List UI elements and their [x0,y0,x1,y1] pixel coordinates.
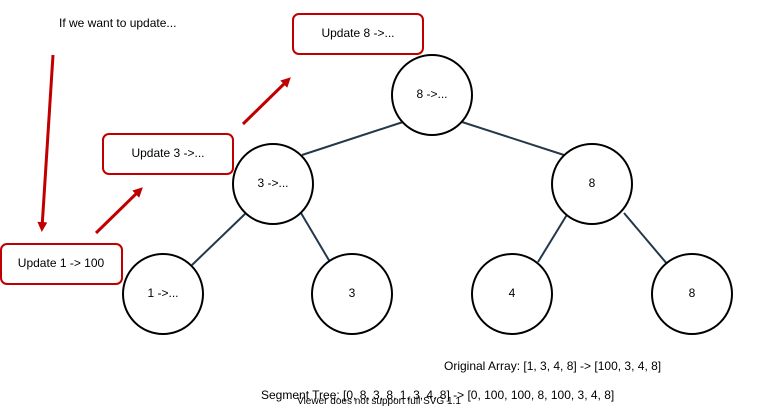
intro-text: If we want to update... [59,16,176,30]
node-leaf-3 [311,253,393,335]
node-left [232,143,314,225]
callout-update-1 [0,243,123,285]
arrow-update-3-to-update-8 [241,77,291,126]
node-leaf-4 [471,253,553,335]
node-leaf-3-label: 3 [349,286,356,300]
callout-update-8-label: Update 8 ->... [321,26,394,40]
node-leaf-1 [122,253,204,335]
node-right-label: 8 [589,176,596,190]
callout-update-3 [102,133,234,175]
arrow-down-to-update-1 [37,54,55,232]
node-root [391,54,473,136]
segment-tree-text: Segment Tree: [0, 8, 3, 8, 1, 3, 4, 8] -… [261,388,614,402]
edge-root-left [301,121,404,156]
arrow-update-1-to-update-3 [94,187,143,235]
node-leaf-8-label: 8 [689,286,696,300]
node-leaf-1-label: 1 ->... [147,286,178,300]
edge-left-leaf3 [300,212,331,263]
node-left-label: 3 ->... [257,176,288,190]
callout-update-1-label: Update 1 -> 100 [18,256,105,270]
node-leaf-4-label: 4 [509,286,516,300]
node-leaf-8 [651,253,733,335]
edge-root-right [461,121,565,156]
viewer-note: Viewer does not support full SVG 1.1 [297,396,461,407]
edge-left-leaf1 [191,212,247,266]
node-root-label: 8 ->... [416,87,447,101]
original-array-text: Original Array: [1, 3, 4, 8] -> [100, 3,… [444,359,661,373]
callout-update-8 [292,13,424,55]
node-right [551,143,633,225]
edge-right-leaf4 [537,212,569,263]
callout-update-3-label: Update 3 ->... [131,146,204,160]
edge-right-leaf8 [623,212,669,266]
